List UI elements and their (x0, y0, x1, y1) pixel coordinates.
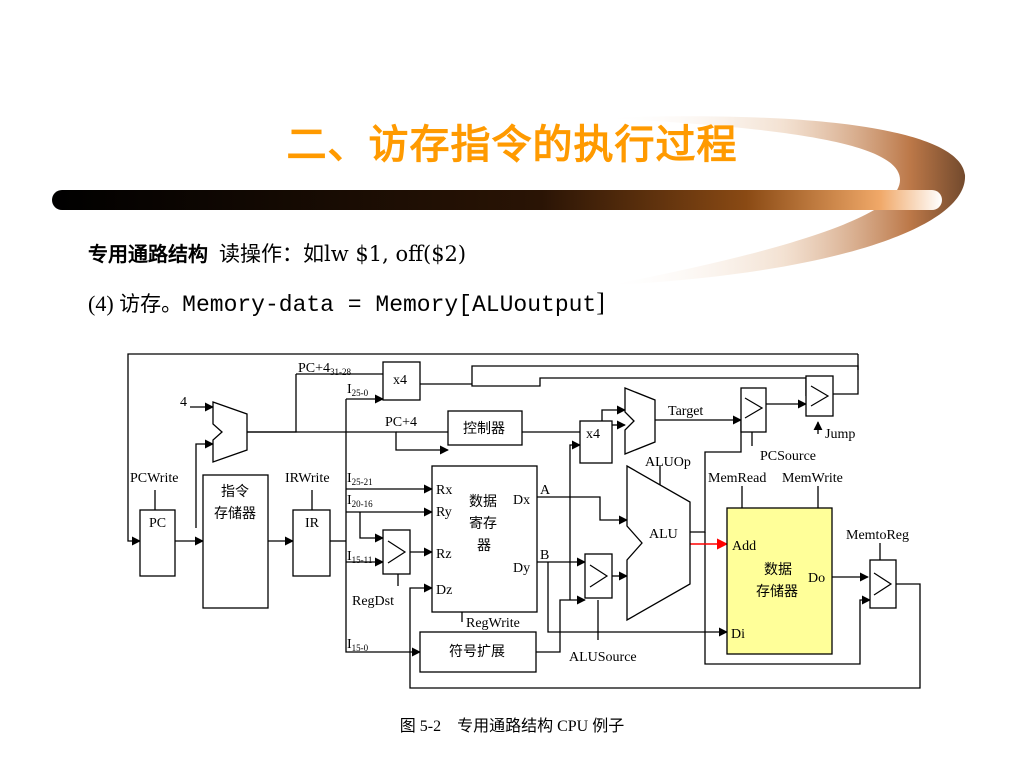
label-irwrite: IRWrite (285, 471, 330, 486)
step-number: (4) (88, 291, 114, 316)
label-alusource: ALUSource (569, 650, 637, 665)
subtitle-heading: 专用通路结构 (88, 242, 208, 266)
label-regwrite: RegWrite (466, 616, 520, 631)
label-dmem-1: 数据 (764, 562, 792, 578)
target-adder (624, 387, 656, 455)
controller-block (447, 410, 523, 446)
subtitle-operation: 读操作：如lw $1, off($2) (219, 242, 467, 266)
ir-register (292, 509, 331, 577)
label-i15-11: I15-11 (347, 549, 372, 565)
slide-title: 二、访存指令的执行过程 (286, 122, 738, 168)
step-label: 访存。 (119, 292, 183, 316)
label-const-4: 4 (180, 395, 187, 410)
mux-symbols (387, 385, 893, 596)
label-pc-plus4-hi: PC+431-28 (298, 361, 352, 377)
label-regfile-1: 数据 (469, 494, 497, 510)
label-di: Di (731, 627, 745, 642)
label-memtoreg: MemtoReg (846, 528, 909, 543)
figure-caption: 图 5-2 专用通路结构 CPU 例子 (399, 718, 625, 735)
label-add: Add (732, 539, 756, 554)
label-aluop: ALUOp (645, 455, 691, 470)
pc-adder (212, 401, 248, 463)
pcsource-mux (740, 387, 767, 433)
label-controller: 控制器 (463, 421, 505, 437)
label-instr-mem-2: 存储器 (214, 506, 256, 522)
x4-shifter-mid (579, 420, 613, 464)
label-instr-mem-1: 指令 (221, 484, 249, 500)
label-memwrite: MemWrite (782, 471, 843, 486)
memtoreg-mux (869, 559, 897, 609)
label-i15-0: I15-0 (347, 637, 369, 653)
label-pcsource: PCSource (760, 449, 816, 464)
label-ry: Ry (436, 505, 452, 520)
label-pc-plus4: PC+4 (385, 415, 417, 430)
alu-block (626, 464, 691, 622)
label-regfile-2: 寄存 (469, 515, 497, 532)
pc-register (139, 509, 176, 577)
label-regfile-3: 器 (477, 539, 491, 554)
label-x4-mid: x4 (586, 427, 600, 442)
step-bracket: ] (596, 288, 605, 317)
label-ir: IR (305, 516, 320, 531)
sign-extend-block (419, 631, 537, 673)
label-x4-top: x4 (393, 373, 407, 388)
data-memory (726, 507, 833, 655)
label-pc: PC (149, 516, 166, 531)
subtitle-line: 专用通路结构 读操作：如lw $1, off($2) (88, 238, 466, 268)
label-dz: Dz (436, 583, 452, 598)
label-pcwrite: PCWrite (130, 471, 178, 486)
x4-shifter-top (382, 361, 421, 401)
label-rz: Rz (436, 547, 452, 562)
label-i25-0: I25-0 (347, 382, 369, 398)
label-dy: Dy (513, 561, 530, 576)
register-file (431, 465, 538, 613)
label-rx: Rx (436, 483, 452, 498)
jump-mux (805, 375, 834, 417)
label-dx: Dx (513, 493, 530, 508)
label-i20-16: I20-16 (347, 493, 373, 509)
label-do: Do (808, 571, 825, 586)
label-i25-21: I25-21 (347, 471, 373, 487)
step-line: (4) 访存。Memory-data = Memory[ALUoutput] (88, 288, 605, 318)
label-jump: Jump (825, 427, 855, 442)
step-expression: Memory-data = Memory[ALUoutput (182, 292, 597, 318)
label-target: Target (668, 404, 703, 419)
label-sign-extend: 符号扩展 (449, 644, 505, 660)
label-alu: ALU (649, 527, 678, 542)
regdst-mux (382, 529, 411, 575)
label-memread: MemRead (708, 471, 766, 486)
label-port-a: A (540, 483, 551, 498)
label-port-b: B (540, 548, 549, 563)
instruction-memory (202, 474, 269, 609)
label-dmem-2: 存储器 (756, 584, 798, 600)
label-regdst: RegDst (352, 594, 394, 609)
